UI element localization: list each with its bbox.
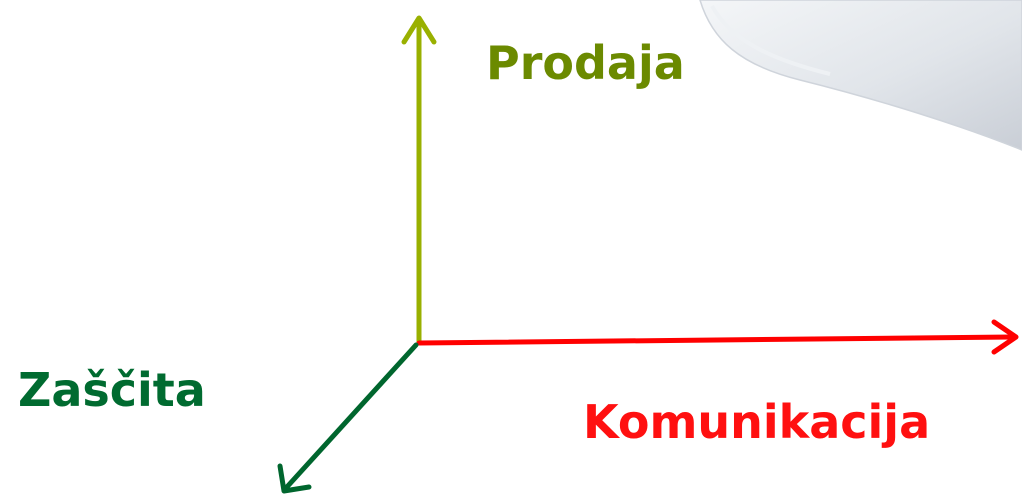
right-axis-label: Komunikacija	[583, 395, 931, 449]
diagonal-axis-label: Zaščita	[18, 363, 206, 417]
diagonal-axis-arrow	[277, 342, 419, 494]
up-axis-label: Prodaja	[486, 36, 685, 90]
up-axis-arrow	[401, 15, 437, 346]
corner-decoration	[699, 0, 1022, 151]
right-axis-arrow	[416, 319, 1019, 355]
